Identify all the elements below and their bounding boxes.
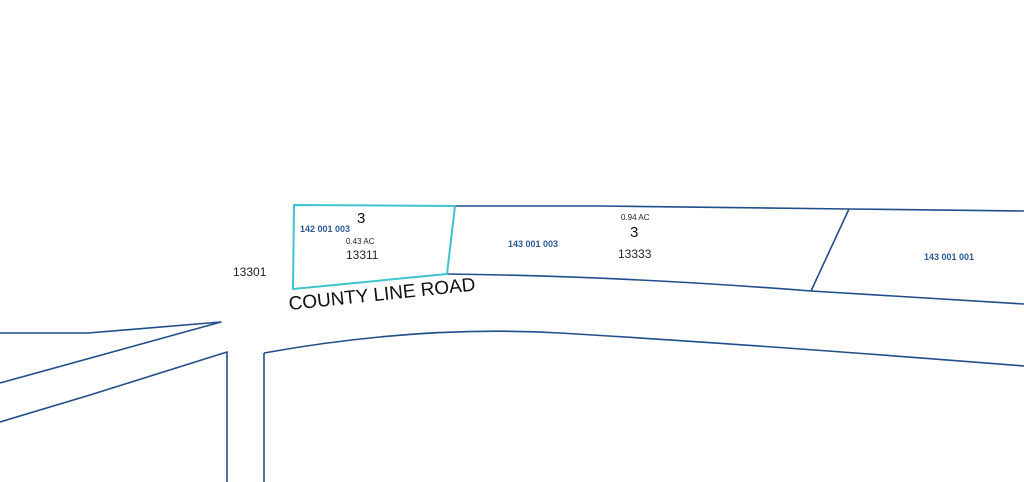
parcel-boundary-143-001-003[interactable]: [454, 205, 1024, 212]
parcel-boundary-west-2: [0, 351, 228, 482]
address-label: 13311: [346, 248, 379, 262]
parcel-boundary-143-road-edge: [446, 273, 1024, 305]
lot-number-label: 3: [357, 210, 366, 227]
lot-number-label: 3: [630, 224, 639, 241]
parcel-id-label: 143 001 003: [508, 239, 559, 249]
parcel-id-label: 143 001 001: [924, 252, 975, 262]
road-south-edge: [263, 330, 1024, 367]
address-label-13301: 13301: [233, 265, 267, 279]
selected-parcel-142-001-003[interactable]: [292, 204, 456, 290]
parcel-id-label: 142 001 003: [300, 224, 351, 234]
acreage-label: 0.43 AC: [346, 237, 375, 246]
parcel-boundary-west-1: [0, 321, 222, 384]
acreage-label: 0.94 AC: [621, 213, 650, 222]
address-label: 13333: [618, 247, 652, 261]
parcel-divider-143-001[interactable]: [810, 208, 850, 292]
